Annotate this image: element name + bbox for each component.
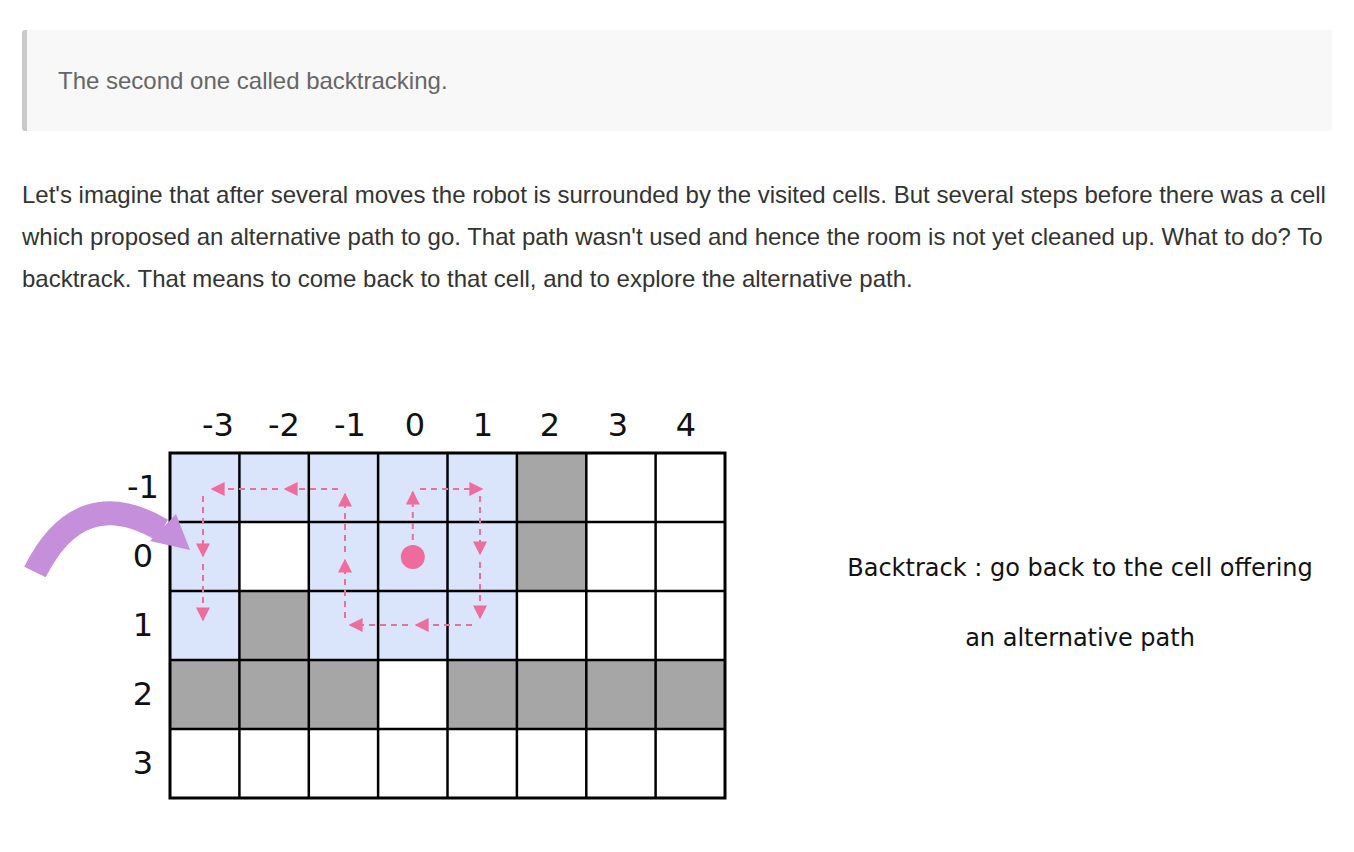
row-number: 2 — [133, 678, 153, 710]
row-number: -1 — [127, 471, 159, 503]
grid-line — [308, 453, 311, 798]
path-arrow — [202, 496, 204, 556]
column-number: 2 — [540, 409, 560, 441]
quote-text: The second one called backtracking. — [58, 65, 448, 97]
path-arrow — [344, 494, 346, 552]
row-number: 1 — [133, 609, 153, 641]
note-text: Backtrack : go back to the cell offering… — [835, 533, 1325, 673]
column-number: -2 — [268, 409, 300, 441]
grid-line — [654, 453, 657, 798]
visited-cell — [170, 453, 517, 522]
grid-line — [516, 453, 519, 798]
wall-cell — [517, 453, 586, 522]
quote-box: The second one called backtracking. — [22, 30, 1332, 131]
path-arrow — [479, 496, 481, 554]
path-arrow — [412, 492, 414, 540]
path-arrow — [350, 624, 408, 626]
column-number: 3 — [608, 409, 628, 441]
robot-dot — [401, 545, 425, 569]
column-number: -3 — [202, 409, 234, 441]
grid-line — [170, 659, 725, 662]
path-arrow — [344, 560, 346, 618]
grid-border — [170, 453, 725, 798]
path-arrow — [416, 624, 472, 626]
grid-line — [170, 590, 725, 593]
column-number: 0 — [405, 409, 425, 441]
path-arrow — [479, 562, 481, 618]
grid-line — [170, 521, 725, 524]
column-number: -1 — [334, 409, 366, 441]
grid-line — [377, 453, 380, 798]
grid-lines — [170, 453, 725, 798]
path-arrow — [420, 488, 482, 490]
backtrack-arrow-head — [150, 514, 190, 550]
path-arrow — [285, 488, 338, 490]
path-arrow — [202, 564, 204, 620]
row-number: 0 — [133, 540, 153, 572]
row-number: 3 — [133, 747, 153, 779]
column-number: 1 — [473, 409, 493, 441]
visited-cell — [309, 522, 517, 591]
column-number: 4 — [676, 409, 696, 441]
backtrack-arrow-shaft — [35, 513, 162, 572]
visited-cell — [309, 591, 517, 660]
backtrack-arrow — [35, 513, 190, 572]
wall-cell — [239, 591, 308, 660]
grid-line — [238, 453, 241, 798]
body-paragraph: Let's imagine that after several moves t… — [22, 174, 1332, 300]
path-arrow — [212, 488, 278, 490]
grid-line — [170, 728, 725, 731]
visited-cell — [170, 591, 239, 660]
wall-cell — [170, 660, 378, 729]
path-arrows — [203, 489, 482, 625]
wall-cell — [517, 522, 586, 591]
grid-line — [585, 453, 588, 798]
